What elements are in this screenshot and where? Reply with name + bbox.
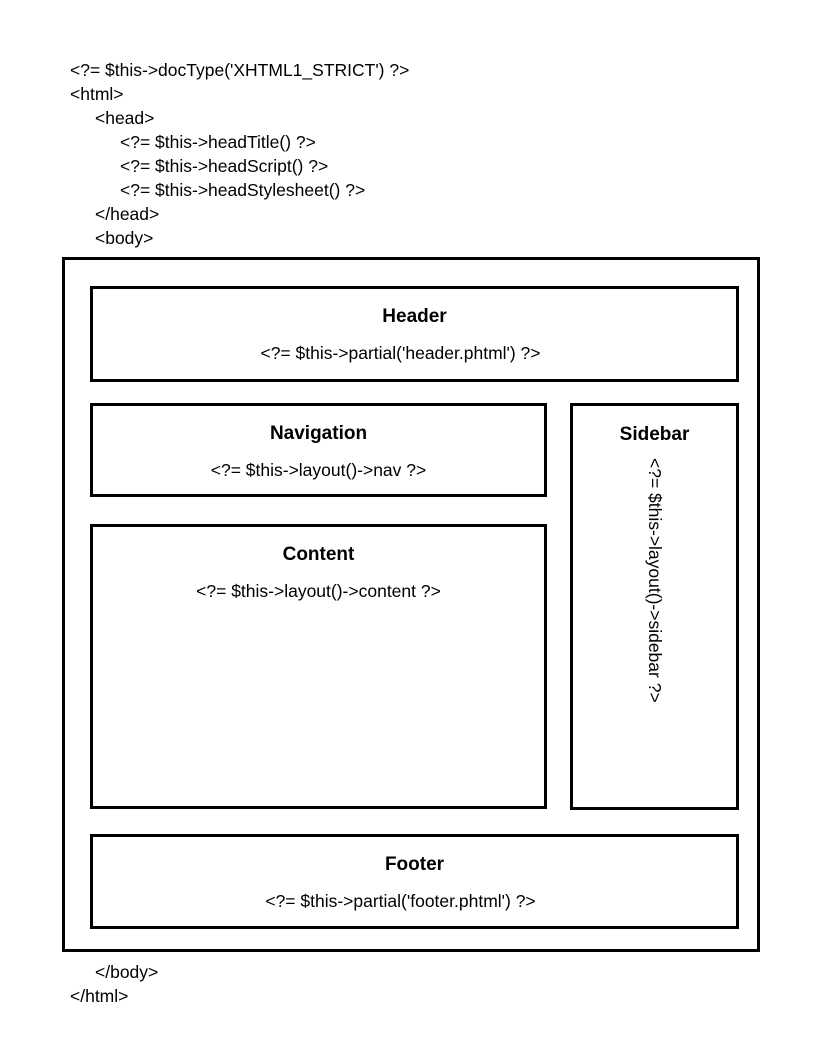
code-line: <?= $this->headStylesheet() ?> [120,180,366,200]
top-code-block: <?= $this->docType('XHTML1_STRICT') ?> <… [0,58,816,250]
region-box-navigation: Navigation <?= $this->layout()->nav ?> [90,403,547,497]
code-line: <head> [95,108,155,128]
code-line: </body> [95,962,159,982]
sidebar-region-title: Sidebar [619,424,690,445]
region-box-sidebar: Sidebar <?= $this->layout()->sidebar ?> [570,403,739,810]
header-region-code: <?= $this->partial('header.phtml') ?> [260,343,541,363]
code-line: <?= $this->headScript() ?> [120,156,329,176]
code-line: <?= $this->docType('XHTML1_STRICT') ?> [70,60,410,80]
navigation-region-code: <?= $this->layout()->nav ?> [210,460,427,480]
content-region-code: <?= $this->layout()->content ?> [196,581,441,601]
region-box-footer: Footer <?= $this->partial('footer.phtml'… [90,834,739,929]
bottom-code-block: </body> </html> [0,960,816,1008]
code-line: </html> [70,986,129,1006]
region-box-content: Content <?= $this->layout()->content ?> [90,524,547,809]
region-box-header: Header <?= $this->partial('header.phtml'… [90,286,739,382]
code-line: <?= $this->headTitle() ?> [120,132,316,152]
code-line: </head> [95,204,160,224]
footer-region-code: <?= $this->partial('footer.phtml') ?> [265,891,536,911]
code-line: <html> [70,84,124,104]
code-line: <body> [95,228,154,248]
page-layout-frame: Header <?= $this->partial('header.phtml'… [62,257,760,952]
content-region-title: Content [282,544,355,565]
navigation-region-title: Navigation [269,423,368,444]
header-region-title: Header [382,306,447,327]
footer-region-title: Footer [384,854,445,875]
sidebar-region-code: <?= $this->layout()->sidebar ?> [644,458,665,703]
sidebar-vertical-code-wrap: <?= $this->layout()->sidebar ?> [573,458,736,807]
